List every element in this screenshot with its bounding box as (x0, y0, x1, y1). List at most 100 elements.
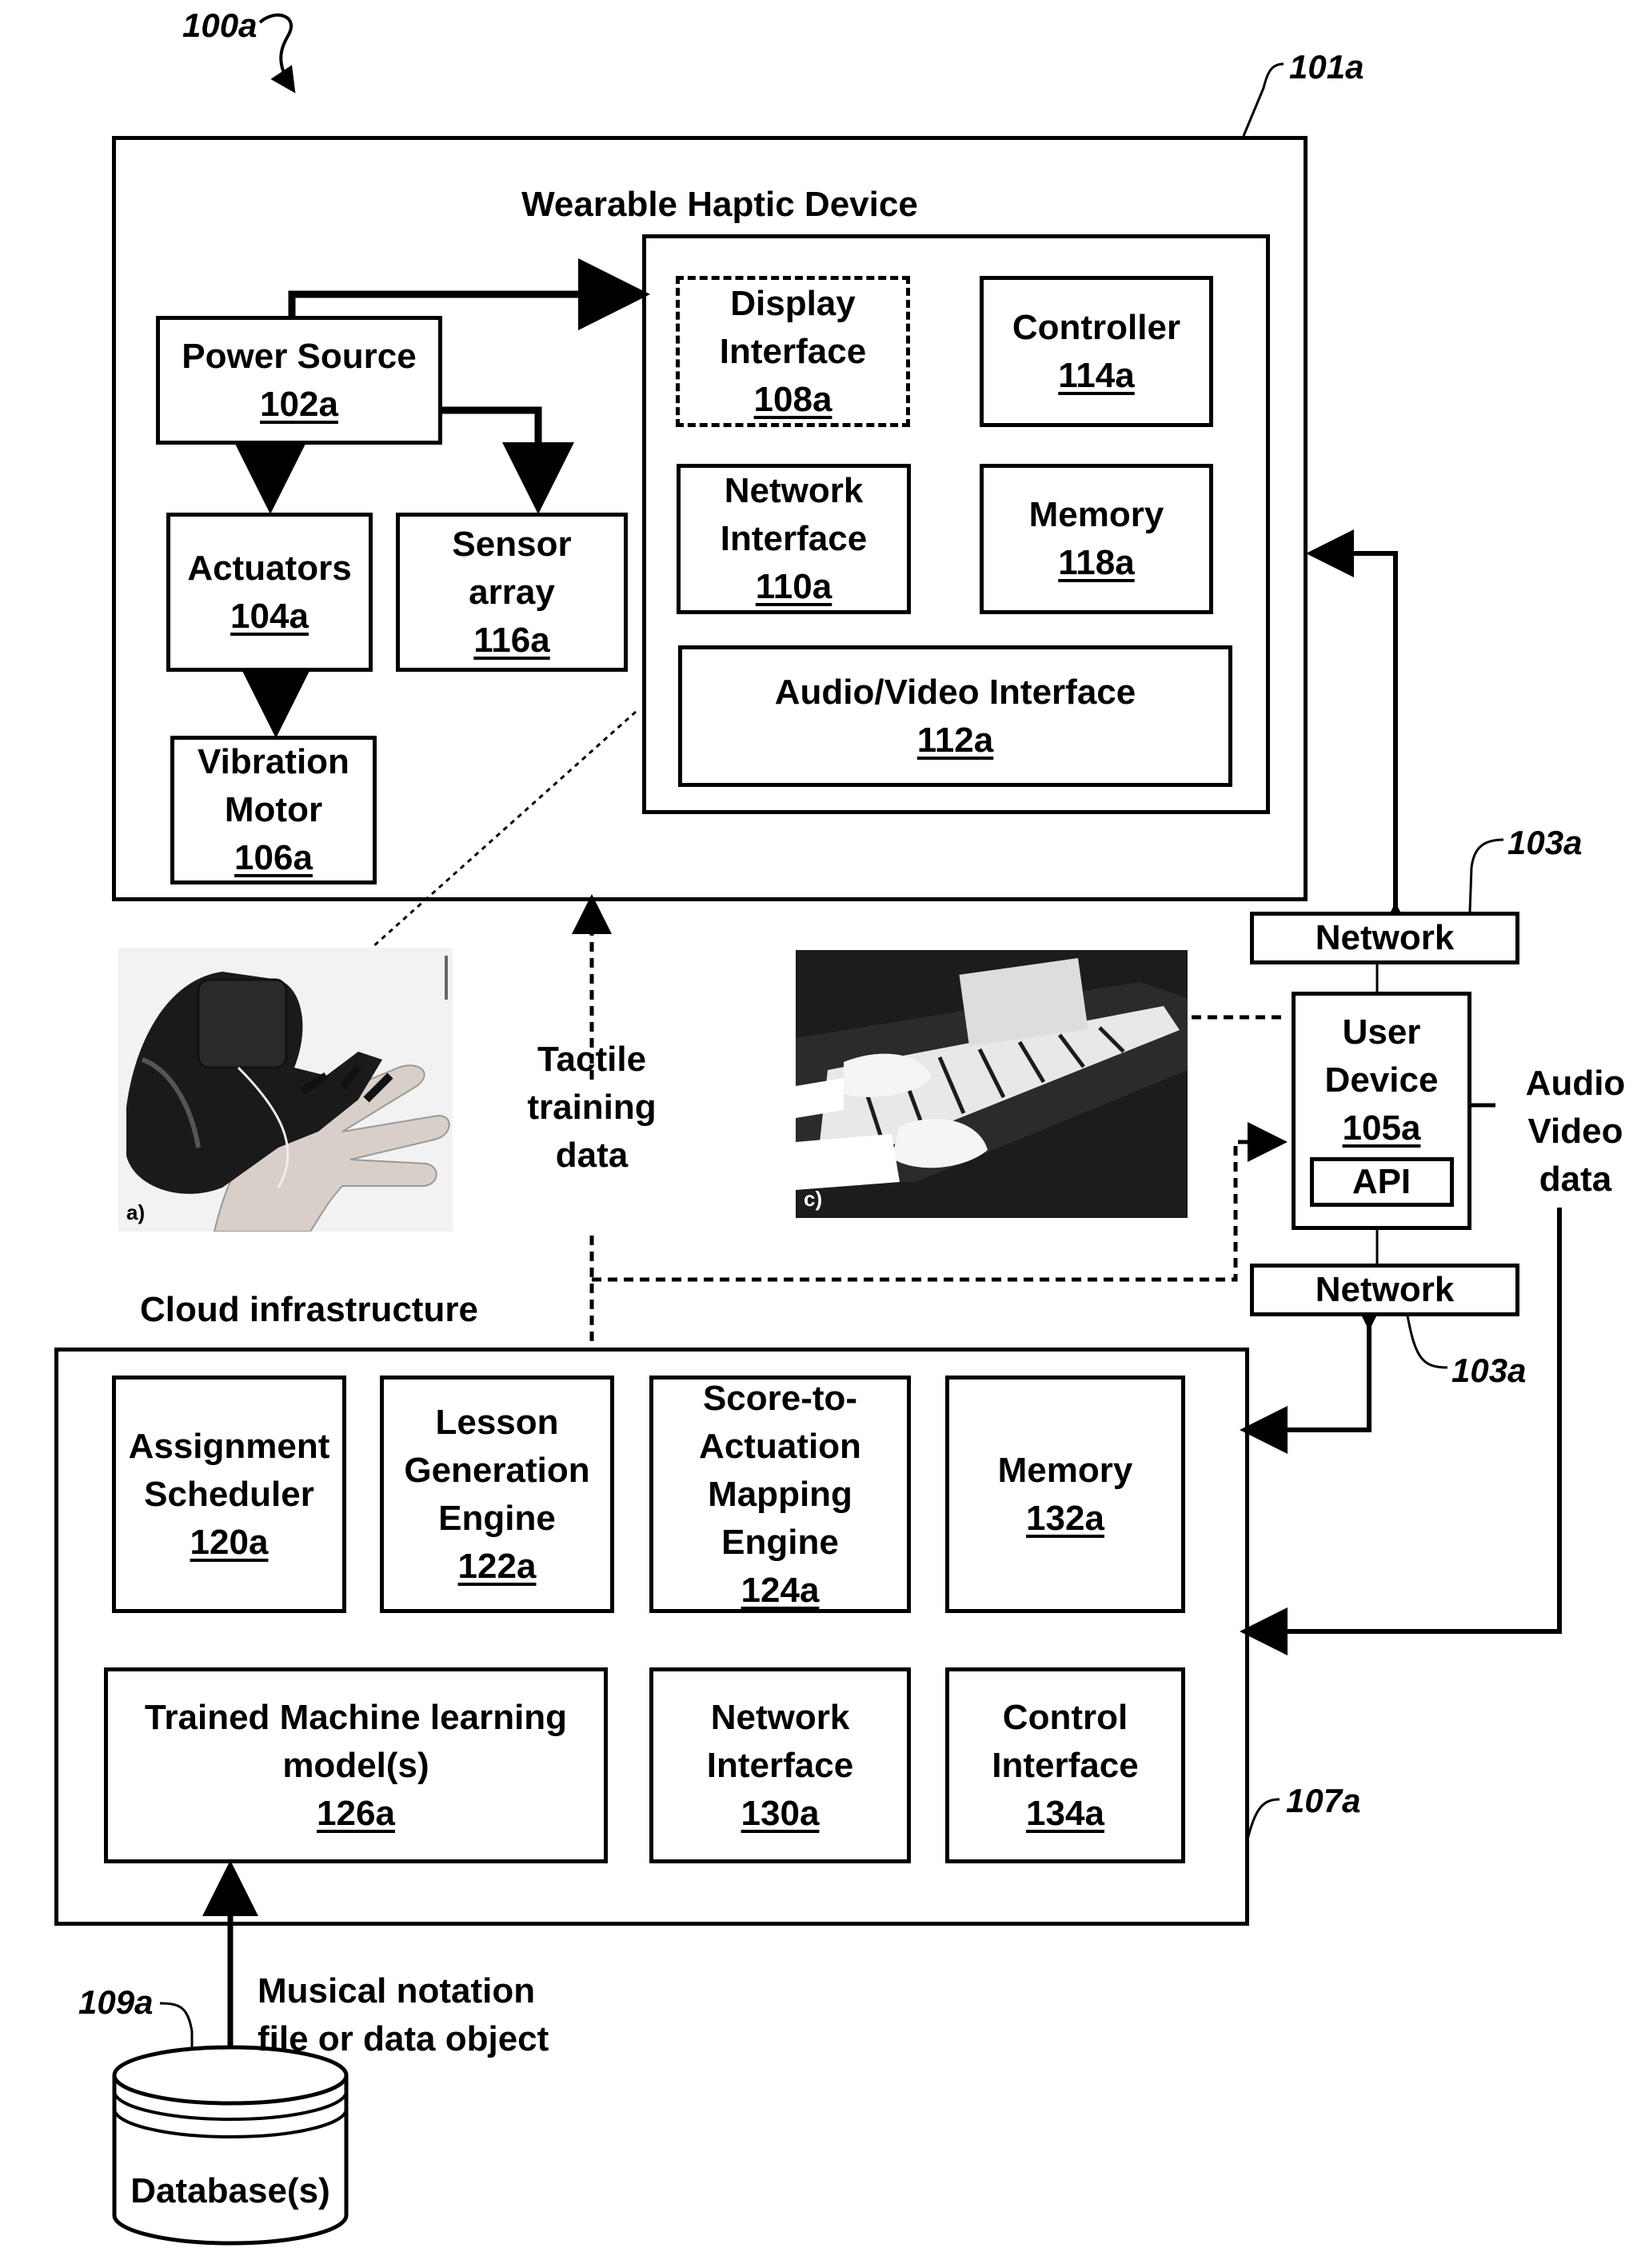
display-interface-label-2: Interface (720, 328, 866, 376)
score-mapping-ref: 124a (741, 1567, 820, 1615)
ml-model-ref: 126a (317, 1790, 395, 1838)
vibration-motor-ref: 106a (234, 834, 313, 882)
actuators-ref: 104a (230, 593, 309, 641)
assignment-scheduler-box: Assignment Scheduler 120a (112, 1376, 346, 1613)
tactile-line-1: Tactile (480, 1036, 704, 1084)
av-interface-box: Audio/Video Interface 112a (678, 645, 1232, 787)
cloud-memory-ref: 132a (1026, 1495, 1104, 1543)
score-mapping-label-1: Score-to- (703, 1375, 857, 1423)
api-box: API (1310, 1157, 1454, 1207)
tactile-line-3: data (480, 1132, 704, 1180)
network-interface-110a-box: Network Interface 110a (677, 464, 911, 614)
sensor-array-label-1: Sensor (452, 521, 571, 569)
control-interface-ref: 134a (1026, 1790, 1104, 1838)
ml-model-label-1: Trained Machine learning (145, 1694, 567, 1742)
leader-103a-top (1470, 840, 1503, 912)
display-interface-ref: 108a (754, 376, 832, 424)
tactile-data-label: Tactile training data (480, 1036, 704, 1180)
power-source-label: Power Source (182, 333, 416, 381)
av-interface-ref: 112a (917, 717, 993, 765)
database-cylinder (114, 2047, 346, 2243)
ref-109a: 109a (78, 1983, 153, 2022)
link-network2-cloud (1249, 1321, 1369, 1430)
cloud-network-interface-ref: 130a (741, 1790, 820, 1838)
cloud-network-interface-label-2: Interface (707, 1742, 853, 1790)
sensor-array-label-2: array (469, 569, 555, 617)
score-mapping-label-4: Engine (721, 1519, 839, 1567)
network-bottom-box: Network (1250, 1264, 1519, 1316)
figure-ref-squiggle (260, 15, 292, 88)
display-interface-box: Display Interface 108a (676, 276, 910, 427)
lesson-generation-label-3: Engine (438, 1495, 556, 1543)
link-network-wearable (1316, 553, 1395, 912)
control-interface-label-2: Interface (992, 1742, 1138, 1790)
ref-107a: 107a (1286, 1782, 1360, 1820)
wearable-title: Wearable Haptic Device (480, 181, 960, 229)
assignment-scheduler-ref: 120a (190, 1519, 269, 1567)
tactile-line-2: training (480, 1084, 704, 1132)
audio-video-line-1: Audio (1499, 1060, 1637, 1108)
vibration-motor-label-2: Motor (225, 786, 322, 834)
audio-video-data-label: Audio Video data (1499, 1060, 1637, 1204)
glove-photo: a) (118, 948, 453, 1232)
vibration-motor-label-1: Vibration (198, 738, 349, 786)
score-mapping-label-2: Actuation (699, 1423, 861, 1471)
user-device-label-2: Device (1325, 1056, 1439, 1104)
leader-107a (1248, 1799, 1280, 1839)
glove-photo-tag: a) (126, 1200, 145, 1225)
assignment-scheduler-label-2: Scheduler (144, 1471, 314, 1519)
lesson-generation-label-1: Lesson (435, 1399, 558, 1447)
cloud-network-interface-box: Network Interface 130a (649, 1667, 911, 1863)
ml-model-box: Trained Machine learning model(s) 126a (104, 1667, 608, 1863)
leader-103a-bottom (1407, 1316, 1447, 1368)
database-input-line-2: file or data object (258, 2015, 705, 2063)
power-source-box: Power Source 102a (156, 316, 442, 445)
control-interface-label-1: Control (1003, 1694, 1128, 1742)
leader-101a (1244, 64, 1284, 136)
network-bottom-label: Network (1316, 1266, 1455, 1314)
score-mapping-box: Score-to- Actuation Mapping Engine 124a (649, 1376, 911, 1613)
glove-photo-image (118, 948, 453, 1232)
actuators-box: Actuators 104a (166, 513, 373, 672)
memory-118a-label: Memory (1029, 491, 1164, 539)
av-interface-label: Audio/Video Interface (775, 669, 1136, 717)
cloud-title: Cloud infrastructure (140, 1286, 540, 1334)
lesson-generation-box: Lesson Generation Engine 122a (380, 1376, 614, 1613)
ref-103a-bottom: 103a (1451, 1352, 1526, 1390)
database-label: Database(s) (114, 2171, 346, 2211)
user-device-label-1: User (1343, 1008, 1421, 1056)
network-top-label: Network (1316, 914, 1455, 962)
audio-video-line-3: data (1499, 1156, 1637, 1204)
cloud-memory-label: Memory (998, 1447, 1133, 1495)
audio-video-line-2: Video (1499, 1108, 1637, 1156)
controller-label: Controller (1012, 304, 1180, 352)
network-top-box: Network (1250, 912, 1519, 964)
piano-photo-tag: c) (804, 1187, 822, 1212)
memory-118a-box: Memory 118a (980, 464, 1213, 614)
vibration-motor-box: Vibration Motor 106a (170, 736, 377, 884)
ml-model-label-2: model(s) (282, 1742, 429, 1790)
controller-ref: 114a (1058, 352, 1134, 400)
cloud-network-interface-label-1: Network (711, 1694, 850, 1742)
network-interface-110a-label-1: Network (725, 467, 864, 515)
figure-ref-100a: 100a (182, 6, 257, 45)
assignment-scheduler-label-1: Assignment (129, 1423, 330, 1471)
ref-101a: 101a (1289, 48, 1364, 86)
piano-photo: c) (796, 950, 1188, 1218)
display-interface-label-1: Display (730, 280, 856, 328)
database-input-line-1: Musical notation (258, 1967, 705, 2015)
control-interface-box: Control Interface 134a (945, 1667, 1185, 1863)
network-interface-110a-ref: 110a (756, 563, 832, 611)
memory-118a-ref: 118a (1058, 539, 1134, 587)
power-source-ref: 102a (260, 381, 338, 429)
ref-103a-top: 103a (1507, 824, 1582, 862)
actuators-label: Actuators (187, 545, 351, 593)
score-mapping-label-3: Mapping (708, 1471, 852, 1519)
database-input-label: Musical notation file or data object (258, 1967, 705, 2063)
user-device-ref: 105a (1343, 1104, 1421, 1152)
controller-box: Controller 114a (980, 276, 1213, 427)
network-interface-110a-label-2: Interface (721, 515, 867, 563)
lesson-generation-ref: 122a (458, 1543, 537, 1591)
sensor-array-ref: 116a (473, 617, 549, 665)
